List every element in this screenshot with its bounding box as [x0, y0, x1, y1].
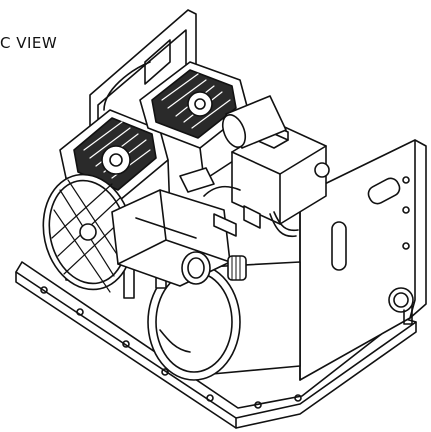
- base-plate: [15, 261, 417, 429]
- pump-head-right: [139, 61, 251, 181]
- fittings: [179, 167, 299, 238]
- intake-cylinder: [221, 95, 287, 149]
- pressure-switch-box: [231, 123, 330, 225]
- fan-guard: [42, 173, 134, 293]
- view-caption: C VIEW: [0, 34, 58, 52]
- regulator-knob: [181, 251, 247, 285]
